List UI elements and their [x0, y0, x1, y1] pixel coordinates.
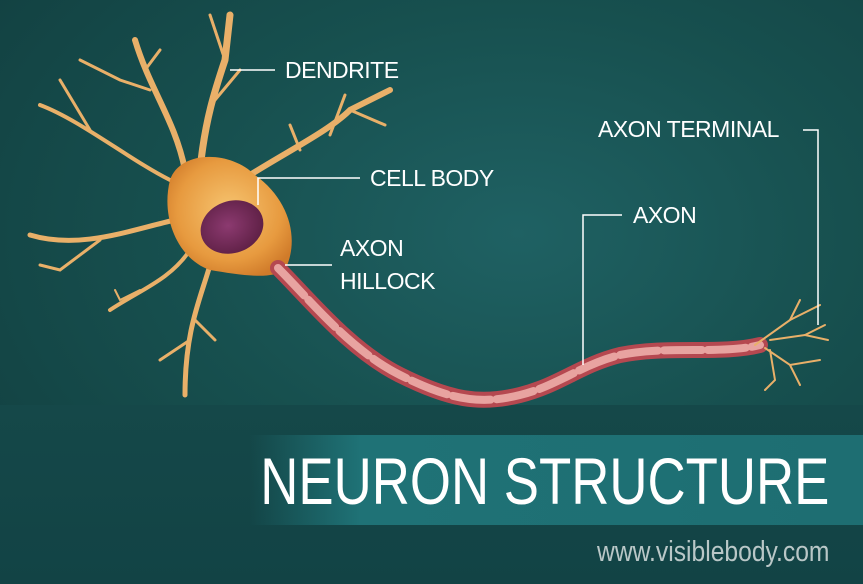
nucleus: [200, 200, 264, 254]
page-title: NEURON STRUCTURE: [259, 444, 829, 518]
label-axon-terminal: AXON TERMINAL: [598, 116, 779, 142]
axon-terminal: [754, 299, 829, 391]
title-banner: [250, 435, 863, 525]
label-axon-hillock-1: AXON: [340, 235, 404, 261]
dendrites: [27, 11, 393, 398]
leader-lines: [230, 69, 819, 365]
label-cell-body: CELL BODY: [370, 165, 494, 191]
label-dendrite: DENDRITE: [285, 57, 399, 83]
label-axon-hillock-2: HILLOCK: [340, 268, 435, 294]
website-url: www.visiblebody.com: [596, 536, 829, 568]
label-axon: AXON: [633, 202, 697, 228]
axon: [270, 260, 768, 408]
